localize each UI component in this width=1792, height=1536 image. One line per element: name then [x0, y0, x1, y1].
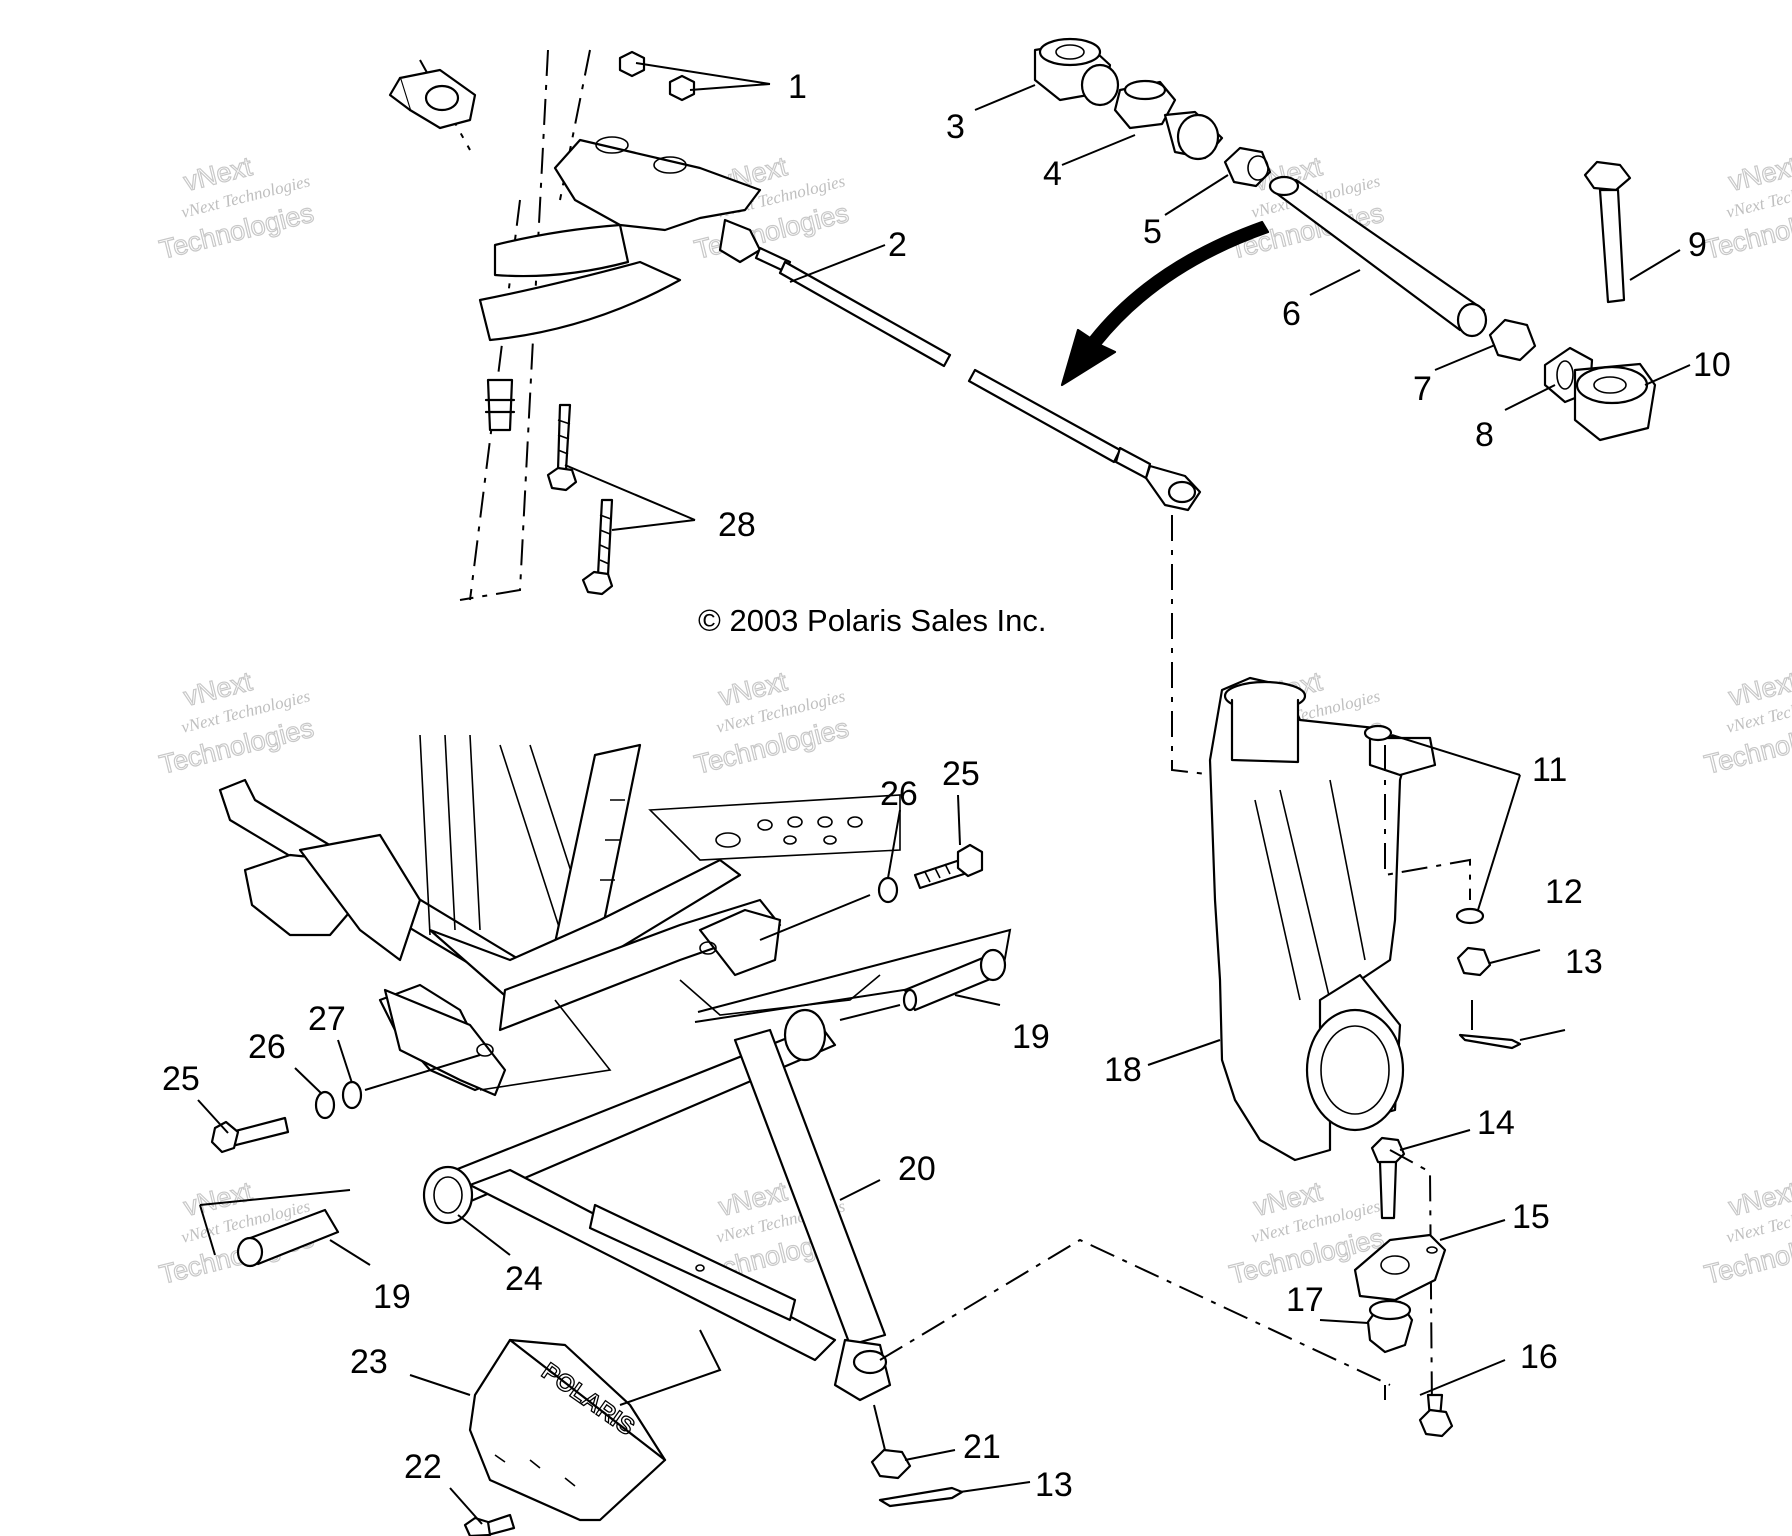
callout-1: 1 — [788, 68, 807, 106]
part-6-adjuster — [1268, 175, 1488, 338]
callout-13b: 13 — [1035, 1466, 1073, 1504]
copyright-text: © 2003 Polaris Sales Inc. — [698, 603, 1047, 638]
callout-15: 15 — [1512, 1198, 1550, 1236]
callout-16: 16 — [1520, 1338, 1558, 1376]
callout-labels: 1 2 3 4 5 6 7 8 9 10 11 12 13 14 15 16 1… — [162, 68, 1731, 1504]
screw-28b — [581, 498, 614, 596]
callout-18: 18 — [1104, 1051, 1142, 1089]
part-16-bolt — [1418, 1393, 1454, 1438]
part-7-nut — [1488, 318, 1537, 362]
part-13-cotter-pin-a — [1458, 1033, 1522, 1050]
callout-4: 4 — [1043, 155, 1062, 193]
part-10-bushing — [1573, 362, 1657, 442]
part-17-ball-joint — [1366, 1299, 1414, 1354]
part-21-nut — [870, 1448, 912, 1480]
part-4-rod-end — [1113, 79, 1224, 161]
callout-9: 9 — [1688, 226, 1707, 264]
callout-6: 6 — [1282, 295, 1301, 333]
callout-8: 8 — [1475, 416, 1494, 454]
callout-17: 17 — [1286, 1281, 1324, 1319]
nut-1b — [668, 74, 696, 102]
callout-12: 12 — [1545, 873, 1583, 911]
callout-3: 3 — [946, 108, 965, 146]
steering-plate — [553, 138, 762, 232]
part-26-washer-b — [877, 876, 899, 904]
callout-21: 21 — [963, 1428, 1001, 1466]
callout-28: 28 — [718, 506, 756, 544]
callout-19b: 19 — [373, 1278, 411, 1316]
part-11-washer-a — [1363, 724, 1393, 742]
callout-26b: 26 — [880, 775, 918, 813]
callout-22: 22 — [404, 1448, 442, 1486]
part-26-washer-a — [314, 1090, 336, 1120]
callout-25a: 25 — [162, 1060, 200, 1098]
callout-7: 7 — [1413, 370, 1432, 408]
callout-23: 23 — [350, 1343, 388, 1381]
screw-28a — [546, 403, 578, 492]
tie-rod-end-left — [388, 68, 477, 130]
frame-structure — [218, 734, 901, 1097]
part-27-washer — [341, 1080, 363, 1110]
part-9-bolt — [1583, 160, 1632, 304]
a-arm — [422, 1008, 892, 1402]
spindle-knuckle — [1208, 676, 1437, 1162]
steering-post — [388, 49, 762, 601]
callout-25b: 25 — [942, 755, 980, 793]
part-13-cotter-pin-b — [878, 1486, 964, 1508]
callout-20: 20 — [898, 1150, 936, 1188]
callout-13a: 13 — [1565, 943, 1603, 981]
part-19-pin-b — [236, 1208, 340, 1268]
part-19-pin-a — [902, 948, 1007, 1012]
part-5-nut — [1223, 146, 1272, 188]
direction-arrow — [1060, 220, 1270, 387]
leader-lines — [197, 62, 1691, 1525]
callout-11: 11 — [1532, 751, 1567, 789]
nut-1a — [618, 50, 646, 78]
callout-2: 2 — [888, 226, 907, 264]
part-25-bolt-b — [913, 843, 984, 890]
leader-tierod-knuckle — [1171, 515, 1216, 776]
part-12-nut — [1456, 946, 1492, 977]
callout-27: 27 — [308, 1000, 346, 1038]
part-14-bolt — [1370, 1136, 1406, 1220]
callout-26a: 26 — [248, 1028, 286, 1066]
part-25-bolt-a — [210, 1116, 290, 1154]
part-3-bushing — [1033, 37, 1120, 107]
callout-14: 14 — [1477, 1104, 1515, 1142]
callout-10: 10 — [1693, 346, 1731, 384]
callout-19a: 19 — [1012, 1018, 1050, 1056]
part-11-washer-b — [1455, 907, 1485, 925]
callout-24: 24 — [505, 1260, 543, 1298]
part-15-plate — [1353, 1233, 1447, 1302]
part-22-screw — [463, 1513, 516, 1536]
callout-5: 5 — [1143, 213, 1162, 251]
part-23-guard: POLARIS — [468, 1338, 667, 1522]
tie-rod — [718, 218, 1202, 512]
